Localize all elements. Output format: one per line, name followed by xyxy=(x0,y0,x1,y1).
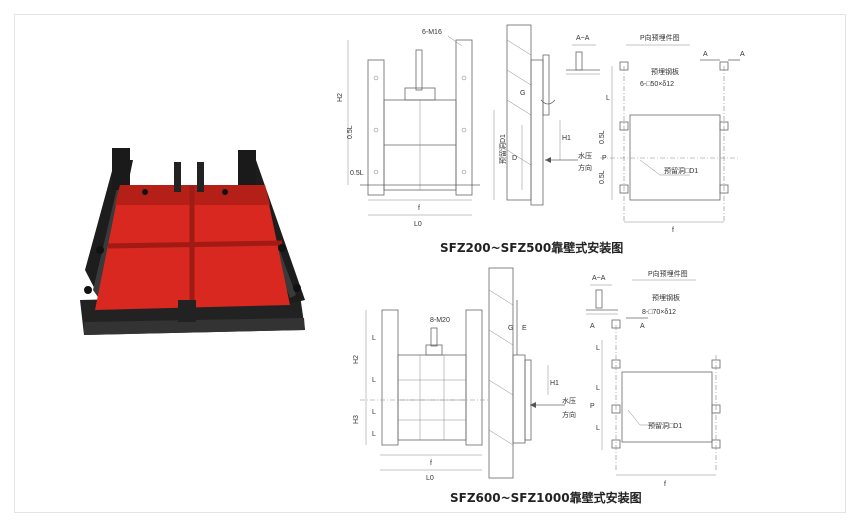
top-embed-f-label: f xyxy=(672,227,674,234)
bottom-side-view xyxy=(488,267,565,479)
top-aa-title: A~A xyxy=(576,35,590,42)
top-embed-plate-label: 预埋钢板 xyxy=(651,67,679,76)
bottom-front-f-label: f xyxy=(430,460,432,467)
bottom-aa-title: A~A xyxy=(592,275,606,282)
top-side-g-label: G xyxy=(520,90,525,97)
bottom-embed-hole-label: 预留洞□D1 xyxy=(648,421,682,430)
top-front-h2-label: H2 xyxy=(337,93,344,102)
bottom-embed-plate-spec: 8-□70×δ12 xyxy=(642,309,676,316)
bottom-front-l0-label: L0 xyxy=(426,475,434,482)
bottom-front-l1: L xyxy=(372,335,376,342)
top-embed-05l-2: 0.5L xyxy=(599,170,606,184)
bottom-front-l2: L xyxy=(372,377,376,384)
bottom-front-l3: L xyxy=(372,409,376,416)
top-front-view xyxy=(347,35,480,216)
top-embed-hole-label: 预留洞□D1 xyxy=(664,166,698,175)
gate-product-photo xyxy=(80,148,305,335)
top-embed-05l-1: 0.5L xyxy=(599,130,606,144)
bottom-embed-title: P向预埋件图 xyxy=(648,269,688,278)
bottom-embed-f-label: f xyxy=(664,481,666,488)
top-front-l0-label: L0 xyxy=(414,221,422,228)
bottom-embed-a2: A xyxy=(640,323,645,330)
bottom-embed-plate-label: 预埋钢板 xyxy=(652,293,680,302)
top-embed-plate-spec: 6-□50×δ12 xyxy=(640,81,674,88)
top-side-d-label: D xyxy=(512,155,517,162)
bottom-front-h2-label: H2 xyxy=(353,355,360,364)
bottom-side-h1-label: H1 xyxy=(550,380,559,387)
top-front-05l-label: 0.5L xyxy=(347,125,354,139)
bottom-caption: SFZ600~SFZ1000靠壁式安装图 xyxy=(450,490,642,505)
top-front-bolt-label: 6-M16 xyxy=(422,29,442,36)
bottom-embed-l3: L xyxy=(596,425,600,432)
top-embed-view xyxy=(600,44,740,223)
top-embed-title: P向预埋件图 xyxy=(640,33,680,42)
top-caption: SFZ200~SFZ500靠壁式安装图 xyxy=(440,240,623,255)
top-side-h1-label: H1 xyxy=(562,135,571,142)
top-side-view xyxy=(493,24,578,206)
top-front-05l-bottom-label: 0.5L xyxy=(350,170,364,177)
bottom-side-water-label: 水压 xyxy=(562,396,576,405)
top-aa-detail xyxy=(566,44,600,75)
bottom-embed-l1: L xyxy=(596,345,600,352)
bottom-side-e-label: E xyxy=(522,325,527,332)
top-side-dir-label: 方向 xyxy=(578,163,592,172)
bottom-side-dir-label: 方向 xyxy=(562,410,576,419)
bottom-front-h3-label: H3 xyxy=(353,415,360,424)
bottom-embed-l2: L xyxy=(596,385,600,392)
top-embed-l-label: L xyxy=(606,95,610,102)
top-front-f-label: f xyxy=(418,205,420,212)
bottom-side-p-label: P xyxy=(590,403,595,410)
bottom-front-bolt-label: 8-M20 xyxy=(430,317,450,324)
top-side-d1-label: 预留洞D1 xyxy=(498,134,507,164)
bottom-embed-view xyxy=(601,279,721,476)
top-embed-a1: A xyxy=(703,51,708,58)
top-side-water-label: 水压 xyxy=(578,151,592,160)
bottom-front-l4: L xyxy=(372,431,376,438)
bottom-embed-a1: A xyxy=(590,323,595,330)
bottom-aa-detail xyxy=(586,284,618,315)
bottom-front-view xyxy=(360,309,490,471)
top-embed-p-label: P xyxy=(602,155,607,162)
bottom-side-g-label: G xyxy=(508,325,513,332)
top-embed-a2: A xyxy=(740,51,745,58)
